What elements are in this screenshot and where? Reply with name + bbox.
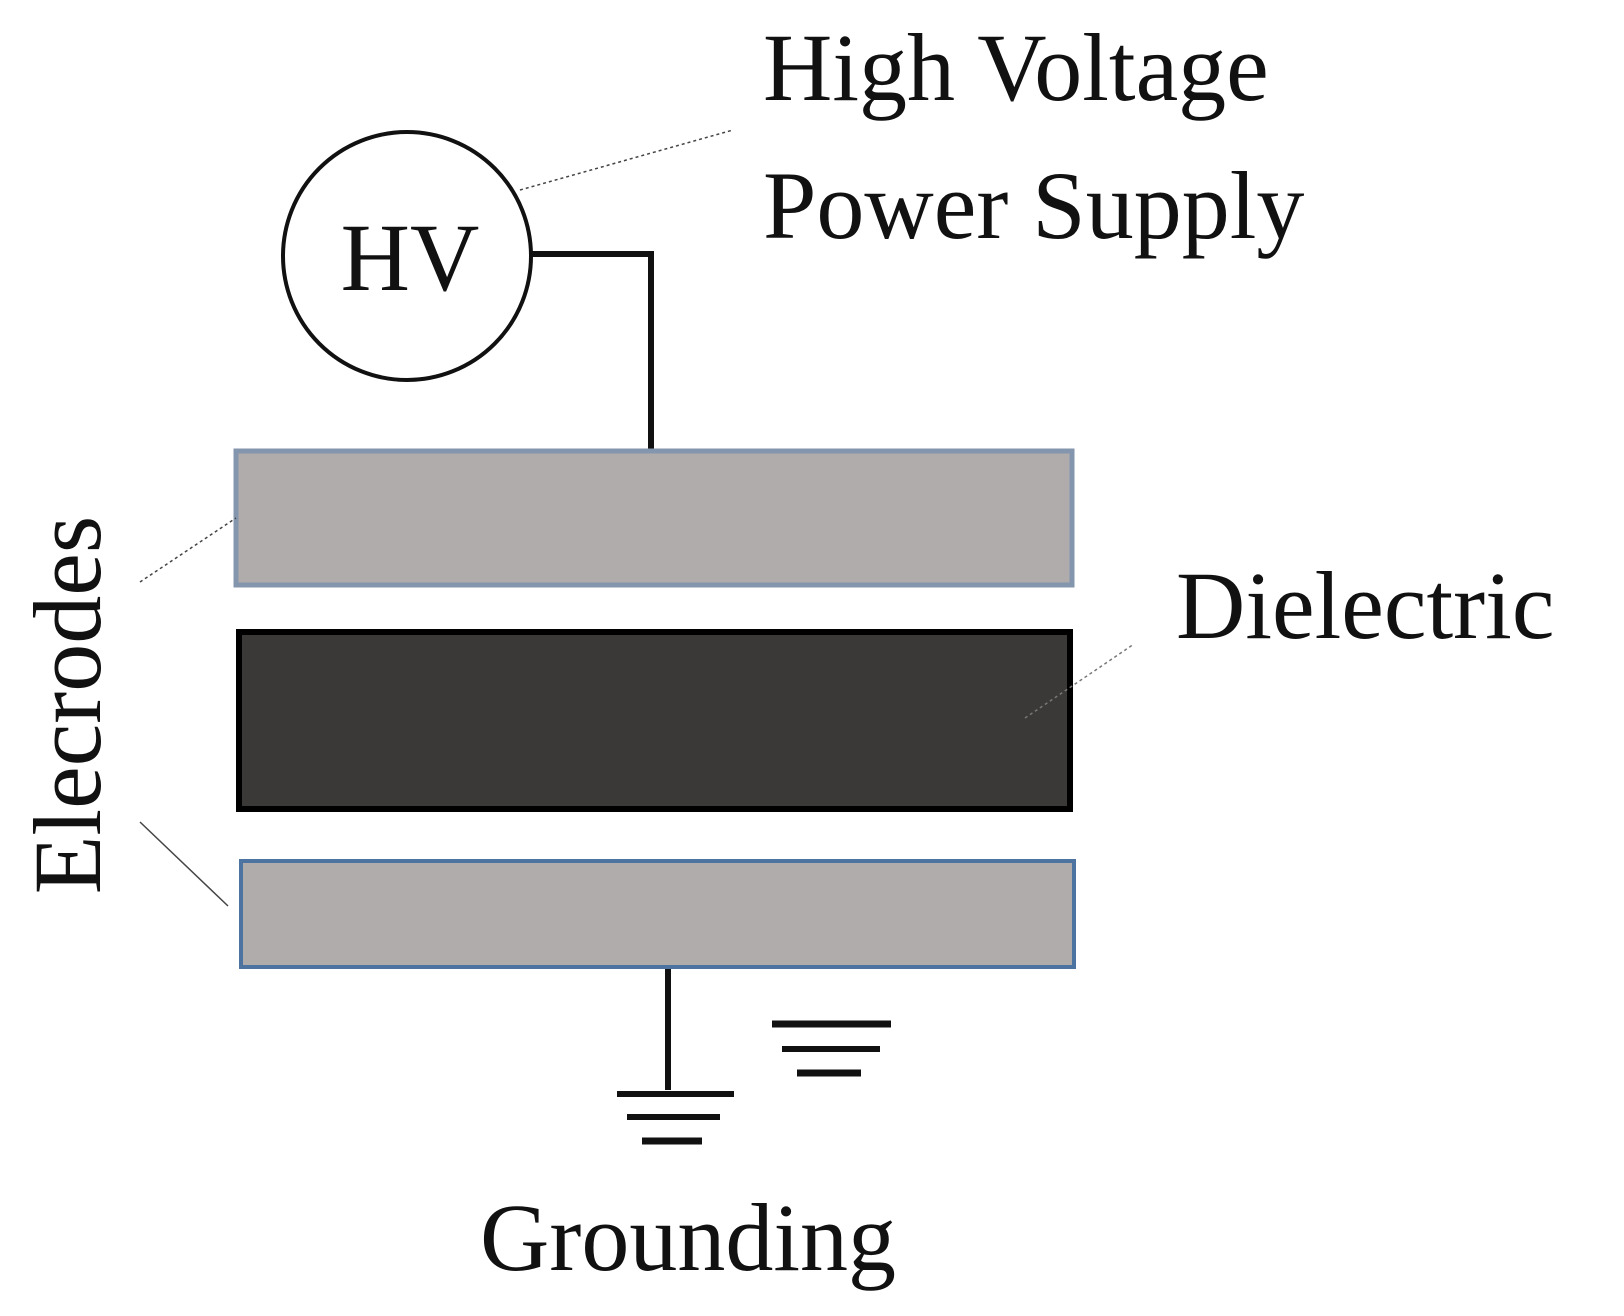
supply-label-line-2: Power Supply: [763, 152, 1304, 259]
supply-label-line-1: High Voltage: [763, 14, 1269, 121]
electrodes-leader-top: [139, 517, 237, 583]
hv-label: HV: [341, 204, 480, 311]
electrodes-leader-bottom: [139, 821, 229, 907]
hv-wire: [531, 251, 654, 450]
dielectric-layer: [236, 629, 1073, 812]
ground-symbol-icon: [617, 1091, 734, 1145]
dielectric-leader-line: [1024, 643, 1135, 719]
electrodes-label: Elecrodes: [14, 516, 121, 894]
dielectric-label: Dielectric: [1176, 552, 1554, 659]
ground-symbol-secondary-icon: [772, 1020, 891, 1077]
grounding-label: Grounding: [480, 1184, 896, 1291]
top-electrode: [233, 448, 1075, 588]
bottom-electrode: [239, 859, 1076, 969]
supply-leader-line: [519, 129, 734, 191]
